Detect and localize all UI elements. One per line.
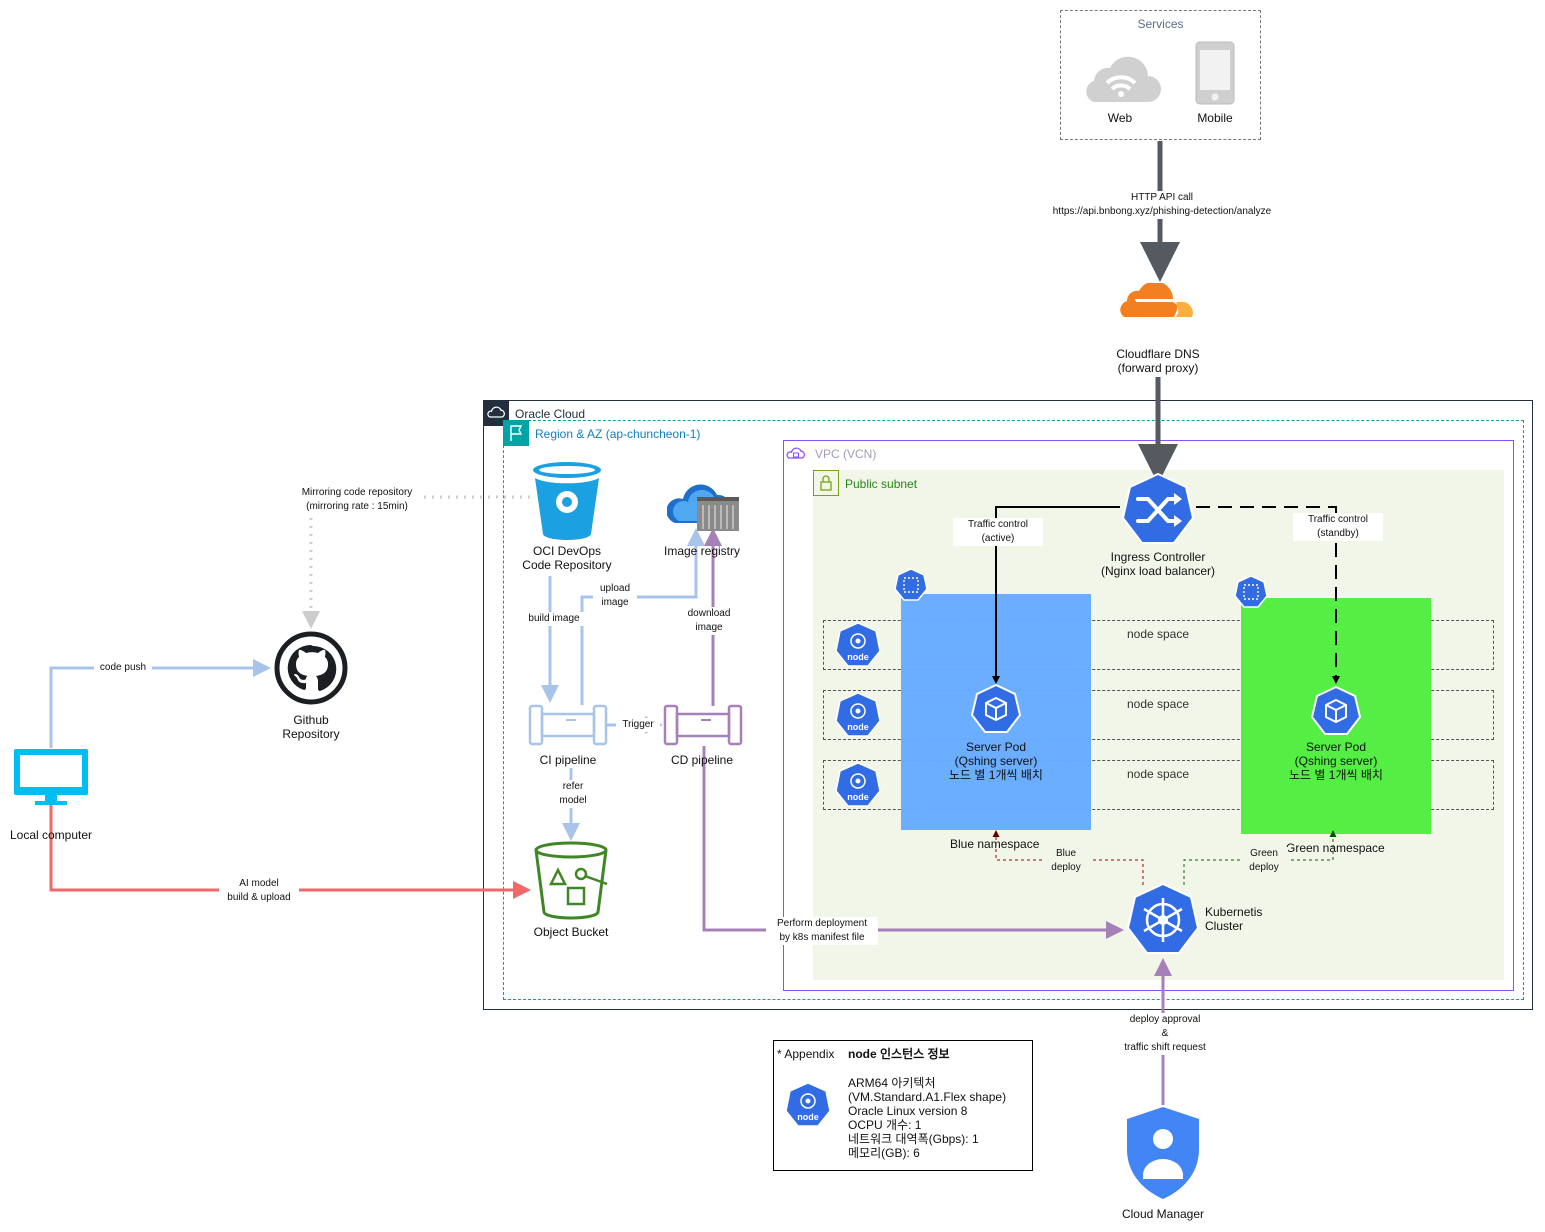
lock-icon (813, 470, 839, 496)
node-icon-label: node (847, 722, 869, 732)
appendix-line: 네트워크 대역폭(Gbps): 1 (848, 1132, 979, 1146)
node-space-row (823, 690, 1494, 740)
traffic-active-label: Traffic control (active) (953, 518, 1043, 546)
namespace-icon (894, 568, 928, 602)
vpc-label: VPC (VCN) (815, 447, 877, 461)
ingress-controller-icon (1120, 472, 1196, 548)
cloudflare-label: Cloudflare DNS (forward proxy) (1116, 347, 1200, 375)
refer-model-label: refer model (551, 780, 595, 808)
green-pod-label: Server Pod (Qshing server) 노드 별 1개씩 배치 (1289, 740, 1383, 782)
code-push-label: code push (94, 661, 152, 675)
appendix-lines: ARM64 아키텍처 (VM.Standard.A1.Flex shape) O… (848, 1076, 1006, 1160)
mirroring-label: Mirroring code repository (mirroring rat… (290, 486, 424, 514)
blue-pod-label: Server Pod (Qshing server) 노드 별 1개씩 배치 (949, 740, 1043, 782)
green-deploy-label: Green deploy (1240, 847, 1288, 875)
object-bucket-icon (531, 840, 611, 920)
flag-icon (503, 420, 529, 446)
perform-deploy-label: Perform deployment by k8s manifest file (766, 917, 878, 945)
oci-repo-label: OCI DevOps Code Repository (522, 544, 612, 572)
node-icon: node (785, 1082, 831, 1128)
node-space-label: node space (1126, 697, 1190, 711)
appendix-box (773, 1040, 1033, 1171)
blue-namespace-label: Blue namespace (950, 837, 1040, 851)
github-label: Github Repository (282, 713, 340, 741)
node-space-row (823, 760, 1494, 810)
edge-ai-model (49, 805, 531, 899)
deploy-approval-label: deploy approval & traffic shift request (1111, 1013, 1219, 1055)
kubernetes-label: Kubernetis Cluster (1205, 905, 1263, 933)
appendix-title: node 인스턴스 정보 (848, 1047, 950, 1061)
appendix-prefix: * Appendix (777, 1047, 835, 1061)
services-title: Services (1137, 17, 1184, 31)
edge-traffic-standby (1196, 506, 1340, 684)
region-label: Region & AZ (ap-chuncheon-1) (535, 427, 701, 441)
node-icon: node (835, 622, 881, 668)
edge-green-deploy (1183, 830, 1337, 885)
edge-code-push (49, 659, 271, 748)
web-cloud-icon (1080, 50, 1162, 106)
appendix-line: ARM64 아키텍처 (848, 1076, 936, 1090)
edge-traffic-active (992, 506, 1120, 684)
pod-icon (970, 683, 1022, 734)
oracle-cloud-label: Oracle Cloud (515, 407, 586, 421)
local-computer-label: Local computer (9, 828, 93, 842)
appendix-line: Oracle Linux version 8 (848, 1104, 968, 1118)
appendix-line: OCPU 개수: 1 (848, 1118, 922, 1132)
web-label: Web (1107, 111, 1133, 125)
cloud-manager-label: Cloud Manager (1121, 1207, 1205, 1221)
cd-pipeline-label: CD pipeline (670, 753, 734, 767)
node-icon-label: node (797, 1112, 819, 1122)
node-space-label: node space (1126, 767, 1190, 781)
node-icon: node (835, 692, 881, 738)
appendix-line: (VM.Standard.A1.Flex shape) (848, 1090, 1007, 1104)
trigger-label: Trigger (616, 718, 660, 732)
ai-model-label: AI model build & upload (219, 877, 299, 905)
edge-upload-image (580, 528, 705, 705)
edge-perform-deploy (702, 746, 1124, 939)
vpc-group (783, 440, 1514, 991)
build-image-label: build image (522, 612, 586, 626)
ci-pipeline-label: CI pipeline (539, 753, 597, 767)
kubernetes-icon (1125, 882, 1201, 958)
node-space-label: node space (1126, 627, 1190, 641)
monitor-icon (13, 748, 89, 806)
node-icon-label: node (847, 652, 869, 662)
appendix-line: 메모리(GB): 6 (848, 1146, 920, 1160)
services-group (1060, 10, 1261, 140)
blue-deploy-label: Blue deploy (1042, 847, 1090, 875)
cloudflare-icon (1118, 281, 1196, 321)
download-image-label: download image (680, 607, 738, 635)
node-icon-label: node (847, 792, 869, 802)
github-icon (274, 631, 348, 705)
region-group (503, 420, 1524, 1000)
cloud-manager-icon (1125, 1105, 1201, 1201)
node-icon: node (835, 762, 881, 808)
cd-pipeline-icon (663, 704, 743, 746)
ci-pipeline-icon (528, 704, 608, 746)
public-subnet-label: Public subnet (845, 477, 918, 491)
namespace-icon (1234, 575, 1268, 609)
http-call-label: HTTP API call https://api.bnbong.xyz/phi… (1030, 191, 1294, 219)
node-space-row (823, 620, 1494, 670)
pod-icon (1310, 685, 1362, 736)
edge-mirroring (302, 495, 530, 629)
upload-image-label: upload image (593, 582, 637, 610)
vpc-icon (783, 440, 809, 466)
image-registry-icon (666, 475, 743, 537)
mobile-label: Mobile (1197, 111, 1233, 125)
ingress-controller-label: Ingress Controller (Nginx load balancer) (1100, 550, 1216, 578)
image-registry-label: Image registry (663, 544, 741, 558)
mobile-icon (1195, 41, 1235, 105)
code-repository-icon (529, 460, 605, 540)
object-bucket-label: Object Bucket (533, 925, 609, 939)
traffic-standby-label: Traffic control (standby) (1293, 513, 1383, 541)
green-namespace-label: Green namespace (1286, 841, 1385, 855)
oracle-cloud-group (483, 400, 1533, 1010)
